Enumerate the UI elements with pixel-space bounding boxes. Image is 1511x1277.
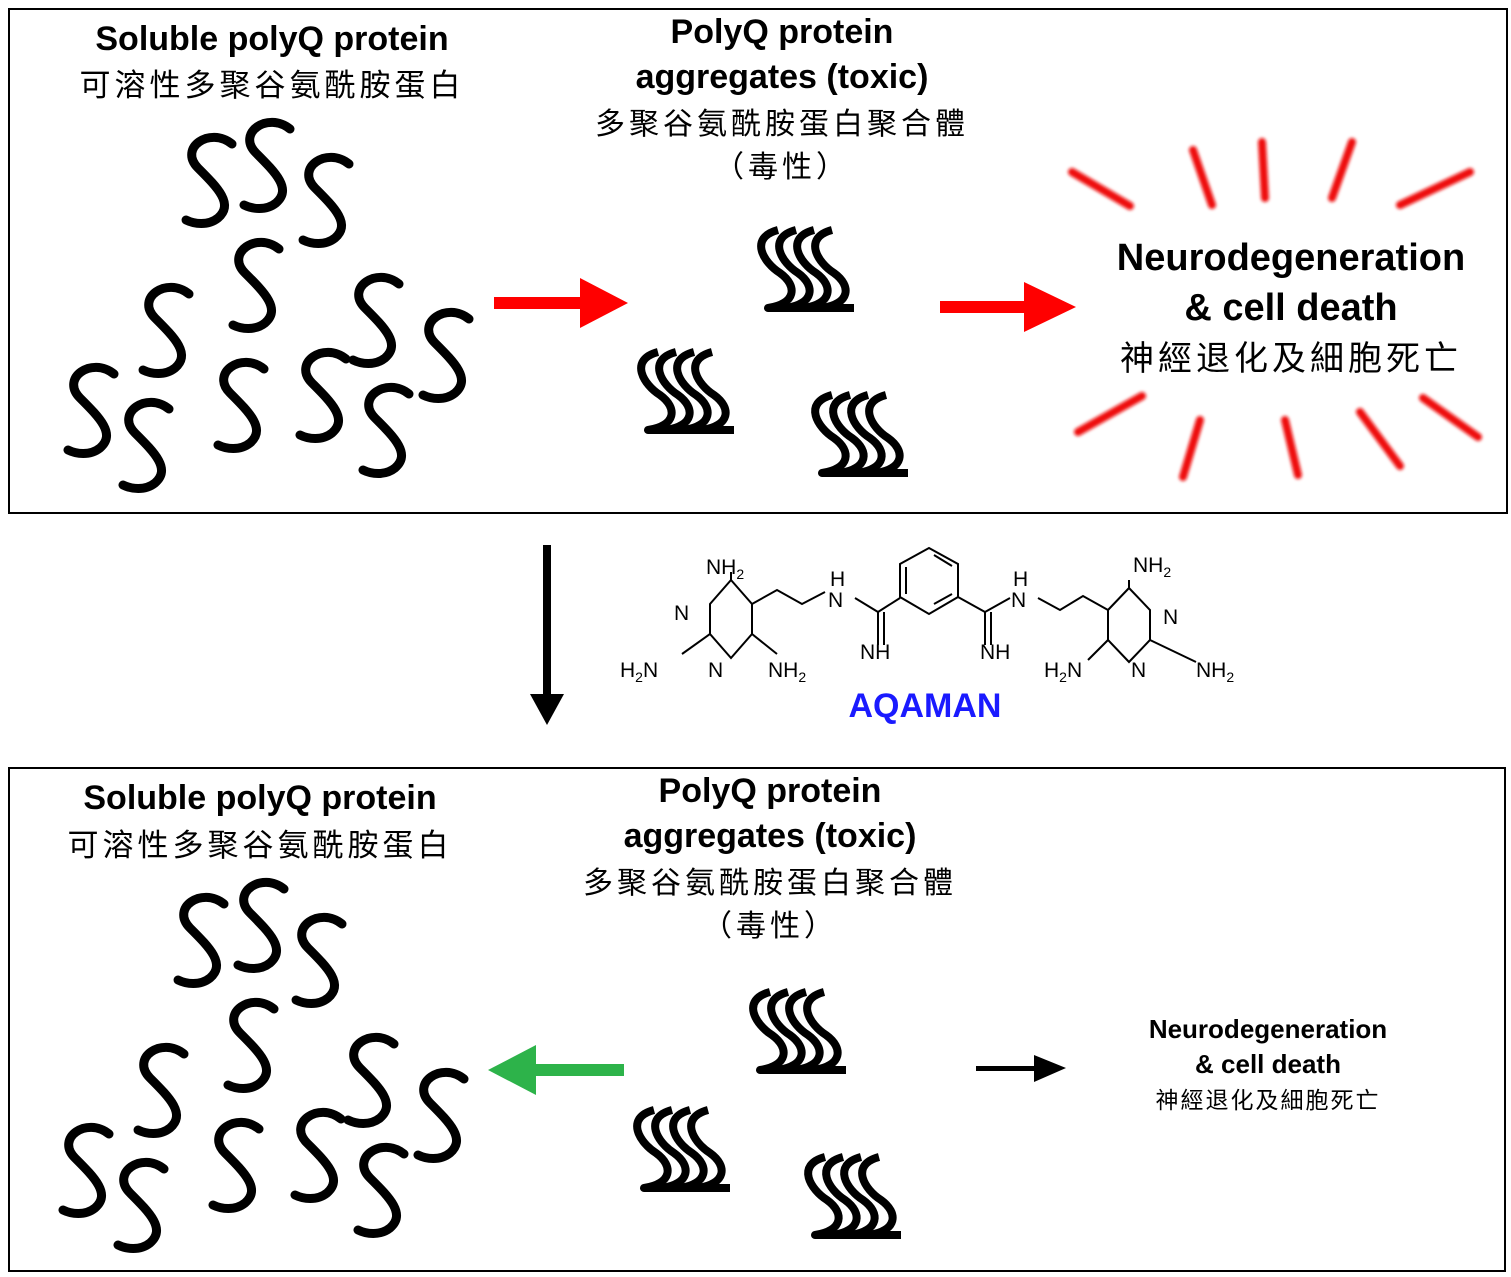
soluble-protein-strand bbox=[218, 362, 264, 448]
soluble-protein-strand bbox=[143, 287, 189, 373]
aqaman-atom-labels: NH2 N H2N N NH2 H N NH H N NH NH2 N H2N … bbox=[620, 554, 1234, 685]
top-aggregates-title-line2: aggregates (toxic) bbox=[636, 58, 929, 96]
atom-label: N bbox=[1131, 659, 1146, 682]
soluble-protein-strand bbox=[233, 242, 279, 328]
soluble-protein-strand bbox=[300, 352, 346, 438]
atom-label: NH bbox=[980, 641, 1010, 664]
bottom-aggregates-title-line2: aggregates (toxic) bbox=[624, 817, 917, 855]
soluble-protein-strand bbox=[138, 1047, 184, 1133]
left-pyrimidine-ring bbox=[709, 578, 753, 660]
atom-label: N bbox=[674, 602, 689, 625]
neurodegeneration-burst bbox=[1068, 138, 1482, 481]
atom-label: NH2 bbox=[706, 556, 744, 582]
protein-aggregate bbox=[637, 1110, 730, 1188]
soluble-protein-strand bbox=[228, 1002, 274, 1088]
bottom-outcome-line2: & cell death bbox=[1195, 1049, 1341, 1079]
bottom-panel-frame bbox=[8, 767, 1506, 1272]
soluble-protein-strand bbox=[353, 277, 399, 363]
bottom-aggregate-cluster bbox=[637, 992, 901, 1235]
top-red-arrow-2 bbox=[940, 282, 1076, 332]
soluble-protein-strand bbox=[68, 367, 114, 453]
atom-label: NH2 bbox=[1196, 659, 1234, 685]
atom-label: N bbox=[708, 659, 723, 682]
aqaman-structure bbox=[681, 546, 1197, 664]
top-soluble-title: Soluble polyQ protein bbox=[95, 20, 448, 58]
bottom-soluble-subtitle: 可溶性多聚谷氨酰胺蛋白 bbox=[68, 828, 453, 864]
top-panel: Soluble polyQ protein 可溶性多聚谷氨酰胺蛋白 PolyQ … bbox=[8, 8, 1508, 514]
bottom-black-arrow bbox=[976, 1055, 1066, 1082]
protein-aggregate bbox=[808, 1157, 901, 1235]
atom-label: NH2 bbox=[768, 659, 806, 685]
soluble-protein-strand bbox=[363, 387, 409, 473]
soluble-protein-strand bbox=[63, 1127, 109, 1213]
atom-label: NH2 bbox=[1133, 554, 1171, 580]
bottom-green-arrow bbox=[488, 1045, 624, 1095]
top-outcome-subtitle: 神經退化及細胞死亡 bbox=[1120, 339, 1462, 379]
top-panel-frame bbox=[8, 8, 1508, 514]
atom-label: H bbox=[1013, 568, 1028, 591]
atom-label: NH bbox=[860, 641, 890, 664]
top-red-arrow-1 bbox=[494, 278, 628, 328]
soluble-protein-strand bbox=[303, 157, 349, 243]
protein-aggregate bbox=[753, 992, 846, 1070]
atom-label: N bbox=[1011, 589, 1026, 612]
top-outcome-line2: & cell death bbox=[1184, 287, 1397, 329]
soluble-protein-strand bbox=[123, 402, 169, 488]
right-pyrimidine-ring bbox=[1107, 586, 1151, 664]
soluble-protein-strand bbox=[213, 1122, 259, 1208]
atom-label: H2N bbox=[620, 659, 658, 685]
soluble-protein-strand bbox=[296, 917, 342, 1003]
soluble-protein-strand bbox=[178, 897, 224, 983]
top-aggregate-cluster bbox=[641, 230, 908, 473]
soluble-protein-strand bbox=[186, 137, 232, 223]
top-soluble-protein-cluster bbox=[68, 122, 469, 488]
atom-label: H bbox=[830, 568, 845, 591]
bottom-outcome-line1: Neurodegeneration bbox=[1149, 1014, 1387, 1044]
soluble-protein-strand bbox=[418, 1072, 464, 1158]
top-aggregates-title-line1: PolyQ protein bbox=[671, 13, 894, 51]
compound-name-label: AQAMAN bbox=[849, 687, 1002, 725]
soluble-protein-strand bbox=[238, 882, 284, 968]
bottom-aggregates-subtitle-line1: 多聚谷氨酰胺蛋白聚合體 bbox=[583, 866, 957, 901]
soluble-protein-strand bbox=[423, 312, 469, 398]
soluble-protein-strand bbox=[295, 1112, 341, 1198]
protein-aggregate bbox=[815, 395, 908, 473]
bottom-aggregates-subtitle-line2: （毒性） bbox=[702, 909, 838, 944]
protein-aggregate bbox=[761, 230, 854, 308]
bottom-soluble-protein-cluster bbox=[63, 882, 464, 1248]
top-outcome-line1: Neurodegeneration bbox=[1117, 237, 1465, 279]
treatment-arrow bbox=[530, 545, 564, 725]
benzene-ring bbox=[899, 546, 959, 616]
atom-label: H2N bbox=[1044, 659, 1082, 685]
top-aggregates-subtitle-line2: （毒性） bbox=[714, 150, 850, 185]
soluble-protein-strand bbox=[244, 122, 290, 208]
bottom-aggregates-title-line1: PolyQ protein bbox=[659, 772, 882, 810]
protein-aggregate bbox=[641, 352, 734, 430]
soluble-protein-strand bbox=[118, 1162, 164, 1248]
atom-label: N bbox=[1163, 606, 1178, 629]
top-aggregates-subtitle-line1: 多聚谷氨酰胺蛋白聚合體 bbox=[595, 107, 969, 142]
soluble-protein-strand bbox=[348, 1037, 394, 1123]
atom-label: N bbox=[828, 589, 843, 612]
soluble-protein-strand bbox=[358, 1147, 404, 1233]
bottom-soluble-title: Soluble polyQ protein bbox=[83, 779, 436, 817]
top-soluble-subtitle: 可溶性多聚谷氨酰胺蛋白 bbox=[80, 68, 465, 104]
bottom-outcome-subtitle: 神經退化及細胞死亡 bbox=[1156, 1088, 1381, 1114]
bottom-panel: Soluble polyQ protein 可溶性多聚谷氨酰胺蛋白 PolyQ … bbox=[8, 767, 1506, 1272]
